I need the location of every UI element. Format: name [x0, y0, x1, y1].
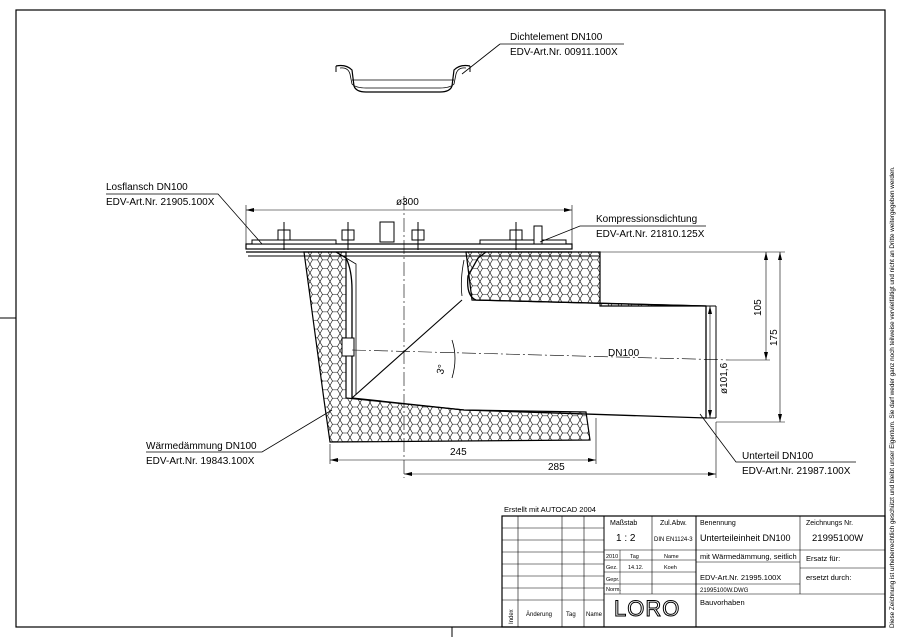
benennung-label: Benennung	[700, 520, 736, 527]
leader-line	[106, 193, 263, 245]
loro-logo: LORO	[614, 596, 680, 621]
name-label: Name	[664, 554, 679, 560]
benennung-value: Unterteileinheit DN100	[700, 533, 791, 543]
callout-waerme-art: EDV-Art.Nr. 19843.100X	[146, 456, 255, 467]
callout-dichtelement-name: Dichtelement DN100	[510, 32, 603, 43]
dimension-horizontal	[329, 418, 717, 478]
leader-line	[699, 413, 856, 463]
dim-285: 285	[548, 462, 565, 473]
created-with: Erstellt mit AUTOCAD 2004	[504, 505, 596, 514]
gez-label: Gez.	[606, 565, 618, 571]
drain-body	[335, 251, 717, 419]
pipe-centerline	[351, 349, 731, 361]
callout-kompression-art: EDV-Art.Nr. 21810.125X	[596, 229, 705, 240]
subtitle: mit Wärmedämmung, seitlich	[700, 552, 797, 561]
callout-dichtelement-art: EDV-Art.Nr. 00911.100X	[510, 47, 618, 58]
dim-d101: ø101,6	[719, 362, 730, 394]
massstab-label: Maßstab	[610, 520, 637, 527]
rev-index: Index	[509, 609, 515, 624]
callout-losflansch-art: EDV-Art.Nr. 21905.100X	[106, 197, 215, 208]
dim-d300: ø300	[396, 197, 419, 208]
title-block	[501, 515, 886, 628]
zul-value: DIN EN1124-3	[654, 537, 693, 543]
callout-losflansch-name: Losflansch DN100	[106, 182, 188, 193]
leader-line	[146, 409, 333, 453]
copyright-note: Diese Zeichnung ist urheberrechtlich ges…	[889, 166, 896, 628]
ersatz-fuer: Ersatz für:	[806, 554, 840, 563]
loose-flange	[245, 239, 600, 257]
callout-unterteil-name: Unterteil DN100	[742, 451, 814, 462]
gepr-label: Gepr.	[606, 577, 620, 583]
tag-label: Tag	[630, 554, 639, 560]
dim-245: 245	[450, 447, 467, 458]
dimension-d300	[245, 205, 573, 244]
zul-label: Zul.Abw.	[660, 520, 687, 527]
leader-line	[539, 225, 706, 243]
year: 2010	[606, 554, 618, 560]
thermal-insulation-upper	[465, 251, 707, 307]
ersetzt-durch: ersetzt durch:	[806, 573, 851, 582]
gez-name: Koeh	[664, 565, 677, 571]
dim-angle: 3°	[435, 364, 448, 376]
edv-number: EDV-Art.Nr. 21995.100X	[700, 573, 781, 582]
callout-waerme-name: Wärmedämmung DN100	[146, 441, 257, 452]
flange-bolts	[277, 221, 543, 250]
gez-date: 14.12.	[628, 565, 644, 571]
rev-aenderung: Änderung	[526, 611, 552, 618]
zeichnungs-value: 21995100W	[812, 533, 863, 544]
dwg-file: 21995100W.DWG	[700, 588, 749, 594]
dim-105: 105	[753, 299, 764, 316]
callout-unterteil-art: EDV-Art.Nr. 21987.100X	[742, 466, 851, 477]
rev-name: Name	[586, 612, 603, 618]
callout-kompression-name: Kompressionsdichtung	[596, 214, 697, 225]
rev-tag: Tag	[566, 612, 576, 618]
label-dn100: DN100	[608, 348, 640, 359]
dimension-d101	[708, 306, 712, 418]
massstab-value: 1 : 2	[616, 533, 636, 544]
sealing-element	[335, 64, 471, 93]
dimension-vertical	[600, 251, 785, 423]
leader-line	[461, 43, 501, 75]
zeichnungs-label: Zeichnungs Nr.	[806, 520, 853, 527]
angle-arc	[451, 339, 456, 379]
dim-175: 175	[769, 329, 780, 346]
norm-label: Norm.	[606, 587, 621, 593]
bauvorhaben: Bauvorhaben	[700, 598, 745, 607]
